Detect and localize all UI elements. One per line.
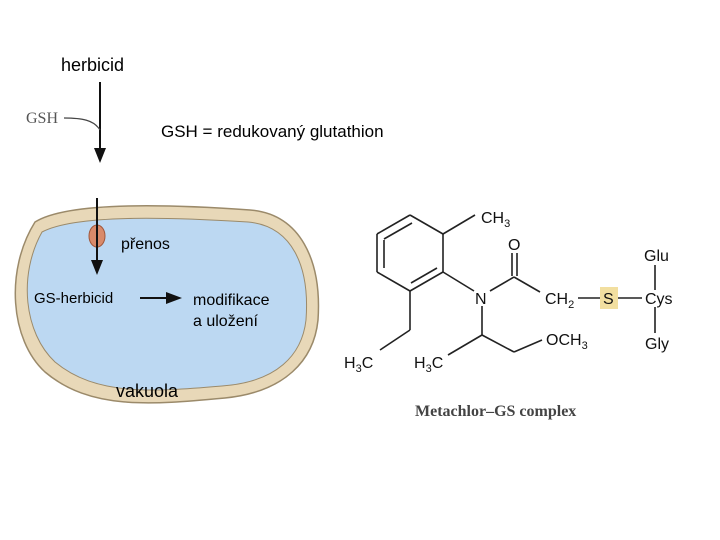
sulfur-highlight	[600, 287, 618, 309]
structure-bonds	[376, 214, 656, 356]
gly-label: Gly	[645, 336, 669, 353]
sulfur-label: S	[603, 291, 614, 308]
herbicide-arrow-head	[94, 148, 106, 163]
modification-arrow-head	[166, 292, 182, 304]
gsh-curve	[63, 117, 101, 131]
conjugate-label: GS-herbicid	[34, 290, 114, 307]
h3c-mid-label: H3C	[414, 355, 443, 375]
och3-label: OCH3	[546, 332, 588, 352]
nitrogen-label: N	[475, 291, 487, 308]
gsh-label: GSH	[26, 110, 59, 127]
ch2-label: CH2	[545, 291, 574, 311]
transport-arrow-head	[91, 260, 103, 275]
oxygen-label: O	[508, 237, 520, 254]
modification-label-1: modifikace	[193, 292, 270, 309]
gsh-definition: GSH = redukovaný glutathion	[161, 122, 384, 141]
glu-label: Glu	[644, 248, 669, 265]
modification-label-2: a uložení	[193, 313, 258, 330]
herbicide-label: herbicid	[61, 55, 125, 75]
h3c-left-label: H3C	[344, 355, 373, 375]
transport-label: přenos	[121, 236, 170, 253]
vacuole-label: vakuola	[116, 381, 179, 401]
cys-label: Cys	[645, 291, 673, 308]
ch3-top-label: CH3	[481, 210, 510, 230]
structure-caption: Metachlor–GS complex	[415, 403, 577, 420]
